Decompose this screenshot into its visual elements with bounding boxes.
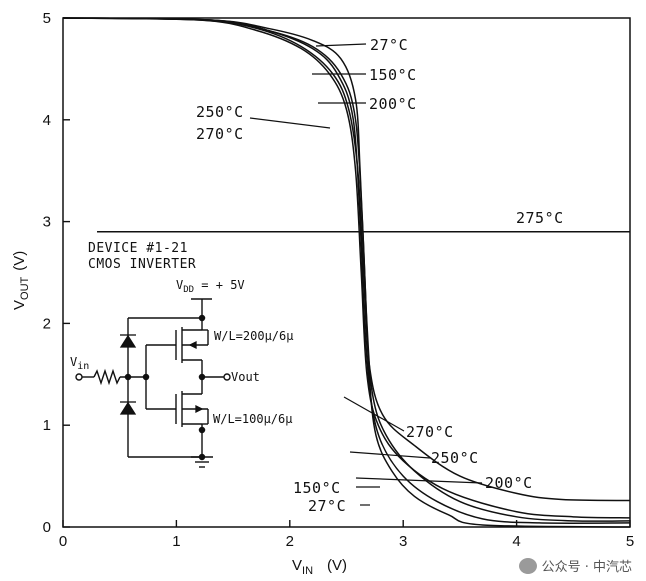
y-tick-label: 4	[43, 112, 51, 129]
y-tick-label: 5	[43, 10, 51, 27]
x-tick-label: 1	[172, 533, 180, 550]
annotation-leaders	[249, 43, 483, 506]
vout-label: Vout	[231, 370, 260, 384]
x-axis-label: VIN(V)	[292, 557, 347, 577]
y-axis-label: VOUT(V)	[11, 251, 31, 310]
wl-pmos-label: W/L=200μ/6μ	[214, 329, 293, 343]
device-title: DEVICE #1-21	[88, 241, 188, 256]
x-tick-label: 5	[626, 533, 634, 550]
curve-270c	[62, 17, 631, 502]
label-270c-left: 270°C	[196, 125, 244, 143]
axis-ticks: 0 1 2 3 4 5 0 1 2 3 4 5	[43, 10, 635, 550]
x-tick-label: 0	[59, 533, 67, 550]
y-tick-label: 3	[43, 214, 51, 231]
watermark: 公众号 · 中汽芯	[518, 556, 632, 575]
x-tick-label: 2	[286, 533, 294, 550]
leader-line	[315, 43, 367, 47]
label-250c-bottom: 250°C	[431, 449, 479, 467]
label-200c-bottom: 200°C	[485, 474, 533, 492]
watermark-text: 公众号 · 中汽芯	[541, 560, 632, 575]
wl-nmos-label: W/L=100μ/6μ	[213, 412, 292, 426]
vin-label: Vin	[70, 355, 89, 372]
x-tick-label: 4	[512, 533, 520, 550]
y-tick-label: 2	[43, 315, 51, 332]
protection-diodes	[119, 314, 206, 461]
curve-250c	[62, 17, 631, 519]
wechat-icon	[518, 558, 537, 574]
leader-line	[343, 396, 405, 432]
y-tick-label: 1	[43, 417, 51, 434]
curve-27c	[62, 17, 631, 528]
plot-frame	[62, 17, 631, 528]
device-type: CMOS INVERTER	[88, 257, 196, 272]
label-150c-top: 150°C	[369, 66, 417, 84]
inverter-schematic	[75, 298, 231, 468]
curves	[62, 17, 631, 528]
leader-line	[249, 117, 331, 129]
label-250c-left: 250°C	[196, 103, 244, 121]
curve-200c	[62, 17, 631, 522]
label-270c-bottom: 270°C	[406, 423, 454, 441]
label-200c-top: 200°C	[369, 95, 417, 113]
x-tick-label: 3	[399, 533, 407, 550]
label-150c-bottom: 150°C	[293, 479, 341, 497]
label-275c: 275°C	[516, 209, 564, 227]
leader-line	[355, 477, 483, 484]
label-27c-bottom: 27°C	[308, 497, 346, 515]
leader-line	[349, 451, 431, 459]
y-tick-label: 0	[43, 519, 51, 536]
vdd-label: VDD = + 5V	[176, 278, 245, 295]
label-27c-top: 27°C	[370, 36, 408, 54]
